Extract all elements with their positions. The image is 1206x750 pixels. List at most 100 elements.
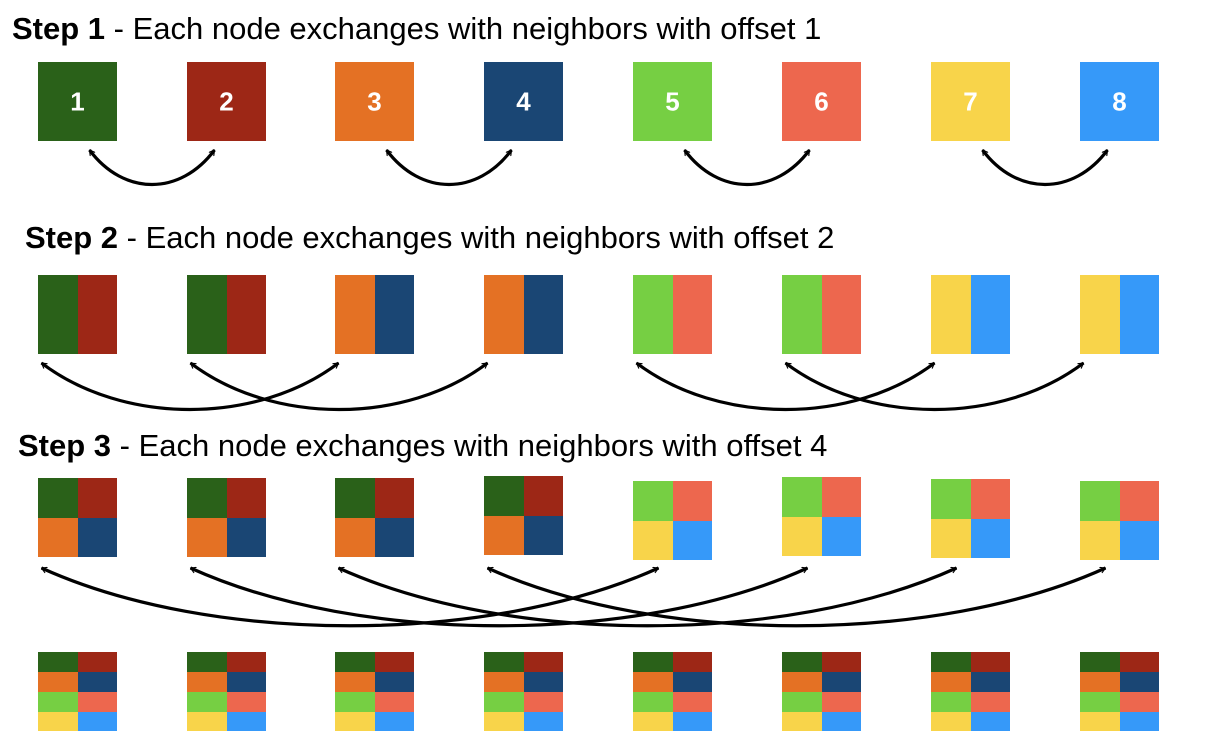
buffer-chunk (78, 275, 117, 354)
buffer-chunk (633, 481, 673, 521)
buffer-chunk (335, 692, 375, 712)
step-3-description: - Each node exchanges with neighbors wit… (111, 428, 828, 463)
buffer-chunk (633, 275, 673, 354)
buffer-chunk (822, 517, 861, 556)
buffer-chunk (375, 518, 414, 557)
buffer-chunk (38, 275, 78, 354)
buffer-chunk (335, 652, 375, 672)
buffer-chunk (484, 672, 524, 692)
node-5-step2-buffer (633, 275, 712, 354)
buffer-chunk (633, 712, 673, 731)
buffer-chunk (484, 516, 524, 555)
buffer-chunk (227, 712, 266, 731)
node-4-final-buffer (484, 652, 563, 731)
node-7: 7 (931, 62, 1010, 141)
exchange-arrow-step2 (635, 361, 936, 411)
buffer-chunk (78, 692, 117, 712)
buffer-chunk (524, 516, 563, 555)
node-block (187, 62, 266, 141)
exchange-arrow-step3 (337, 566, 958, 628)
buffer-chunk (187, 672, 227, 692)
node-5-final-buffer (633, 652, 712, 731)
node-3: 3 (335, 62, 414, 141)
step-2-description: - Each node exchanges with neighbors wit… (118, 220, 835, 255)
buffer-chunk (782, 477, 822, 517)
node-block (633, 62, 712, 141)
node-2-final-buffer (187, 652, 266, 731)
buffer-chunk (227, 652, 266, 672)
exchange-arrow-step2 (189, 361, 489, 411)
node-4-step3-buffer (484, 476, 563, 555)
buffer-chunk (78, 672, 117, 692)
buffer-chunk (822, 275, 861, 354)
step-3-title: Step 3 - Each node exchanges with neighb… (18, 430, 827, 461)
buffer-chunk (673, 481, 712, 521)
buffer-chunk (1080, 481, 1120, 521)
buffer-chunk (187, 478, 227, 518)
buffer-chunk (931, 672, 971, 692)
buffer-chunk (1120, 712, 1159, 731)
buffer-chunk (633, 521, 673, 560)
exchange-arrow-step3 (189, 566, 809, 628)
buffer-chunk (227, 275, 266, 354)
buffer-chunk (822, 692, 861, 712)
buffer-chunk (822, 672, 861, 692)
buffer-chunk (931, 692, 971, 712)
node-1-step2-buffer (38, 275, 117, 354)
node-block (1080, 62, 1159, 141)
buffer-chunk (931, 275, 971, 354)
buffer-chunk (931, 519, 971, 558)
buffer-chunk (782, 652, 822, 672)
buffer-chunk (375, 692, 414, 712)
node-label: 6 (814, 87, 828, 117)
buffer-chunk (375, 275, 414, 354)
step-3-label: Step 3 (18, 428, 112, 463)
exchange-arrow-step2 (40, 361, 340, 411)
node-3-final-buffer (335, 652, 414, 731)
buffer-chunk (931, 652, 971, 672)
node-label: 4 (516, 87, 531, 117)
buffer-chunk (782, 517, 822, 556)
buffer-chunk (971, 479, 1010, 519)
buffer-chunk (633, 672, 673, 692)
buffer-chunk (375, 672, 414, 692)
step-1-title: Step 1 - Each node exchanges with neighb… (12, 13, 821, 44)
buffer-chunk (1120, 481, 1159, 521)
node-block (931, 62, 1010, 141)
buffer-chunk (38, 672, 78, 692)
buffer-chunk (524, 275, 563, 354)
buffer-chunk (187, 518, 227, 557)
node-6-final-buffer (782, 652, 861, 731)
node-8: 8 (1080, 62, 1159, 141)
buffer-chunk (1080, 275, 1120, 354)
buffer-chunk (484, 652, 524, 672)
step-2-label: Step 2 (25, 220, 119, 255)
buffer-chunk (971, 519, 1010, 558)
buffer-chunk (822, 652, 861, 672)
buffer-chunk (1080, 652, 1120, 672)
step-1-label: Step 1 (12, 11, 106, 46)
node-label: 7 (963, 87, 977, 117)
node-block (335, 62, 414, 141)
node-6-step3-buffer (782, 477, 861, 556)
buffer-chunk (633, 652, 673, 672)
buffer-chunk (484, 712, 524, 731)
buffer-chunk (335, 672, 375, 692)
buffer-chunk (673, 652, 712, 672)
node-label: 1 (70, 87, 84, 117)
node-block (484, 62, 563, 141)
buffer-chunk (78, 652, 117, 672)
exchange-arrow-step1 (88, 149, 216, 187)
node-block (38, 62, 117, 141)
buffer-chunk (673, 672, 712, 692)
node-7-step3-buffer (931, 479, 1010, 558)
node-4-step2-buffer (484, 275, 563, 354)
buffer-chunk (227, 672, 266, 692)
node-label: 8 (1112, 87, 1126, 117)
buffer-chunk (524, 476, 563, 516)
buffer-chunk (38, 692, 78, 712)
buffer-chunk (971, 712, 1010, 731)
exchange-arrow-step3 (486, 566, 1107, 628)
node-4: 4 (484, 62, 563, 141)
